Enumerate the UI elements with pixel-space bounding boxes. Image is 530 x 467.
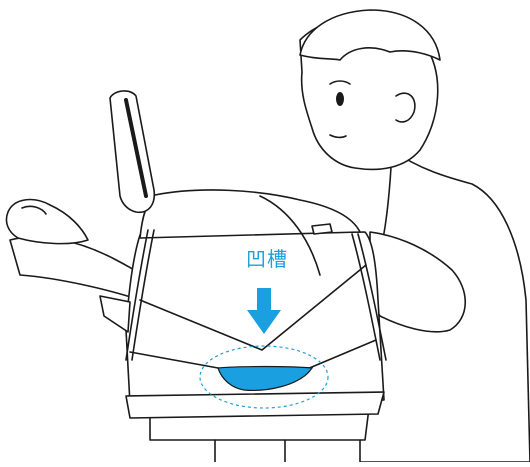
device-knob: [312, 224, 332, 234]
groove-callout-label: 凹槽: [246, 248, 288, 270]
person-left-hand: [6, 200, 88, 244]
device-screen-panel: [110, 91, 154, 212]
device-side-tray: [100, 296, 130, 332]
person-eye: [336, 92, 344, 106]
device-front-band: [126, 392, 384, 418]
